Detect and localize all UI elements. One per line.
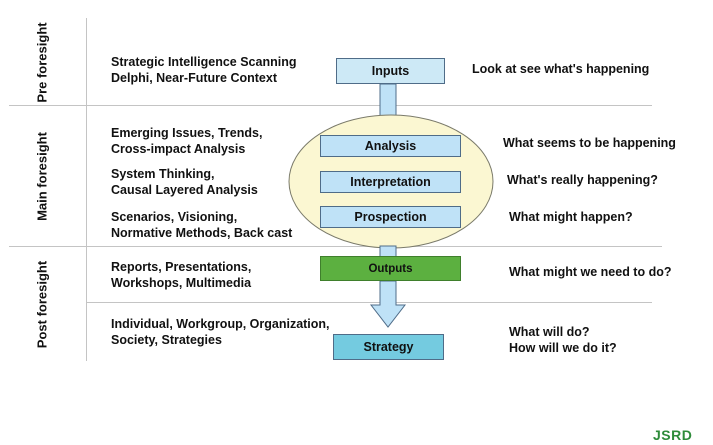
question-line: Look at see what's happening (472, 62, 650, 76)
divider-pre-main (9, 105, 652, 106)
method-line: Reports, Presentations, (111, 260, 252, 274)
methods-strategy: Individual, Workgroup, Organization, Soc… (111, 316, 330, 348)
question-line: What seems to be happening (503, 136, 676, 150)
question-analysis: What seems to be happening (503, 135, 676, 151)
question-prospection: What might happen? (509, 209, 633, 225)
jsrd-logo: JSRD (653, 427, 693, 443)
question-line: What might we need to do? (509, 265, 672, 279)
question-line: What's really happening? (507, 173, 658, 187)
question-outputs: What might we need to do? (509, 264, 672, 280)
prospection-box: Prospection (320, 206, 461, 228)
methods-outputs: Reports, Presentations, Workshops, Multi… (111, 259, 251, 291)
method-line: Cross-impact Analysis (111, 142, 246, 156)
question-line: What might happen? (509, 210, 633, 224)
methods-prospection: Scenarios, Visioning, Normative Methods,… (111, 209, 292, 241)
method-line: Normative Methods, Back cast (111, 226, 293, 240)
method-line: Strategic Intelligence Scanning (111, 55, 297, 69)
outputs-box: Outputs (320, 256, 461, 281)
question-strategy: What will do? How will we do it? (509, 324, 617, 356)
question-line: What will do? (509, 325, 590, 339)
divider-main-post (9, 246, 662, 247)
methods-pre: Strategic Intelligence Scanning Delphi, … (111, 54, 296, 86)
methods-analysis: Emerging Issues, Trends, Cross-impact An… (111, 125, 262, 157)
question-inputs: Look at see what's happening (472, 61, 649, 77)
method-line: System Thinking, (111, 167, 215, 181)
interpretation-box: Interpretation (320, 171, 461, 193)
method-line: Delphi, Near-Future Context (111, 71, 277, 85)
analysis-box: Analysis (320, 135, 461, 157)
method-line: Causal Layered Analysis (111, 183, 258, 197)
method-line: Society, Strategies (111, 333, 222, 347)
divider-outputs-strategy (86, 302, 652, 303)
strategy-box: Strategy (333, 334, 444, 360)
method-line: Scenarios, Visioning, (111, 210, 238, 224)
question-line: How will we do it? (509, 341, 617, 355)
methods-interpretation: System Thinking, Causal Layered Analysis (111, 166, 258, 198)
method-line: Individual, Workgroup, Organization, (111, 317, 330, 331)
phase-divider-vertical (86, 18, 87, 361)
method-line: Workshops, Multimedia (111, 276, 252, 290)
question-interpretation: What's really happening? (507, 172, 658, 188)
method-line: Emerging Issues, Trends, (111, 126, 263, 140)
inputs-box: Inputs (336, 58, 445, 84)
down-arrow (369, 280, 407, 328)
